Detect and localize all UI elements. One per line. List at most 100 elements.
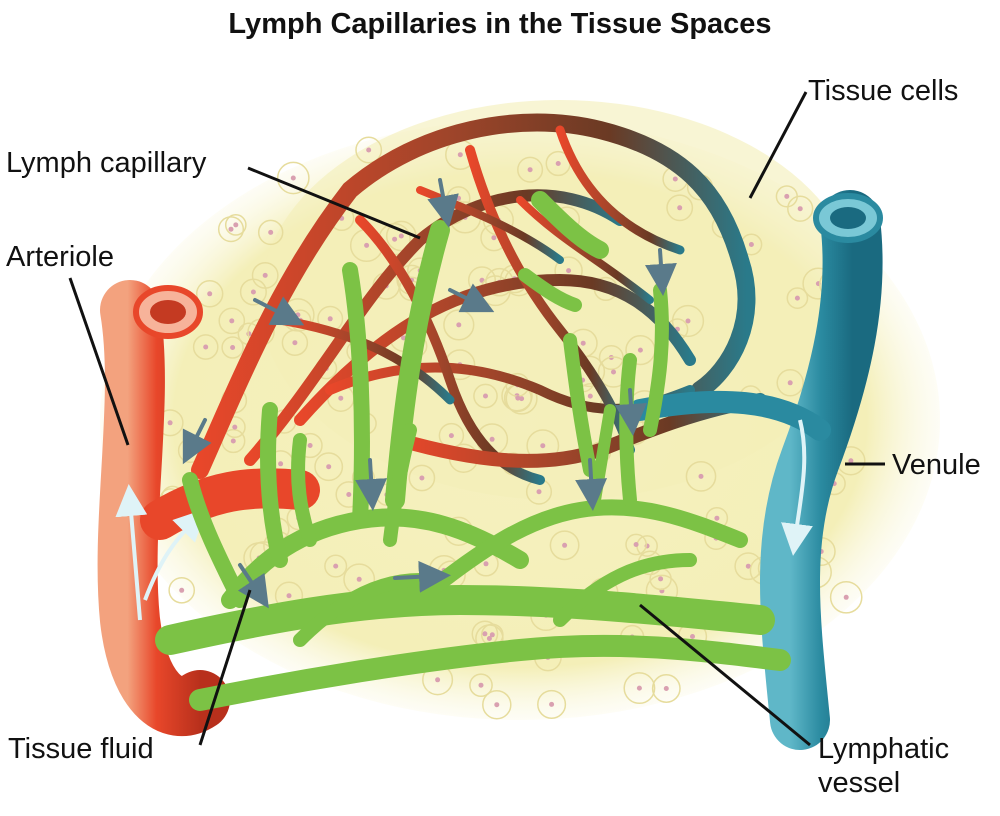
tissue-cell-nucleus xyxy=(478,682,484,688)
tissue-cell xyxy=(482,689,512,720)
tissue-cell xyxy=(324,554,348,578)
label-tissue-fluid: Tissue fluid xyxy=(8,733,154,765)
tissue-cell-nucleus xyxy=(398,233,404,239)
tissue-cell-nucleus xyxy=(435,677,441,683)
tissue-cell xyxy=(224,214,247,236)
tissue-cell xyxy=(473,383,498,409)
tissue-cell-nucleus xyxy=(295,312,301,318)
tissue-cell-nucleus xyxy=(333,563,339,569)
tissue-cell-nucleus xyxy=(392,236,398,242)
diagram-title: Lymph Capillaries in the Tissue Spaces xyxy=(228,8,772,40)
tissue-cell-nucleus xyxy=(262,272,268,278)
leader-lines xyxy=(68,91,885,747)
tissue-cell-nucleus xyxy=(787,380,793,386)
tissue-cell-nucleus xyxy=(448,433,454,439)
tissue-cell-nucleus xyxy=(203,344,209,350)
tissue-cell-nucleus xyxy=(677,205,683,211)
tissue-cell-nucleus xyxy=(519,396,525,402)
tissue-cell-nucleus xyxy=(338,395,344,401)
tissue-cell-nucleus xyxy=(250,289,256,295)
tissue-cell-nucleus xyxy=(326,464,332,470)
tissue-cell-nucleus xyxy=(549,701,555,707)
tissue-cell xyxy=(829,580,863,614)
label-lymph-capillary: Lymph capillary xyxy=(6,147,207,179)
tissue-cell-nucleus xyxy=(228,226,234,232)
tissue-cell-nucleus xyxy=(456,195,461,201)
label-lymphatic-vessel: Lymphatic vessel xyxy=(818,732,949,800)
tissue-cell xyxy=(195,280,224,308)
tissue-cell-nucleus xyxy=(491,235,497,241)
venule-vessel xyxy=(629,190,883,750)
tissue-cell-nucleus xyxy=(483,561,489,567)
tissue-cell-nucleus xyxy=(690,634,695,639)
tissue-cell-nucleus xyxy=(580,340,586,346)
tissue-cell-nucleus xyxy=(457,152,463,158)
tissue-cell xyxy=(625,533,647,556)
label-lymphatic-vessel-line1: Lymphatic xyxy=(818,733,950,765)
tissue-cell xyxy=(549,530,580,561)
tissue-cell-nucleus xyxy=(419,475,425,481)
tissue-cell xyxy=(666,194,694,222)
tissue-cell-nucleus xyxy=(672,176,678,182)
tissue-cell-nucleus xyxy=(167,420,173,426)
tissue-cell-nucleus xyxy=(230,438,236,444)
tissue-cell-nucleus xyxy=(307,443,313,448)
tissue-cell xyxy=(355,136,383,164)
tissue-cell-nucleus xyxy=(494,702,500,708)
tissue-cell-nucleus xyxy=(356,576,362,582)
tissue-cell xyxy=(218,307,246,335)
arteriole-vessel xyxy=(97,280,320,736)
tissue-cell-nucleus xyxy=(637,347,643,353)
tissue-cell-nucleus xyxy=(268,229,274,235)
tissue-cell-nucleus xyxy=(685,318,691,324)
tissue-cell-nucleus xyxy=(489,632,495,638)
tissue-cell-nucleus xyxy=(346,492,352,497)
label-arteriole: Arteriole xyxy=(6,241,114,273)
tissue-cell-nucleus xyxy=(748,242,754,247)
tissue-cell-nucleus xyxy=(366,147,372,153)
tissue-cell xyxy=(192,334,219,360)
label-lymphatic-vessel-line2: vessel xyxy=(818,767,901,799)
tissue-cell xyxy=(787,195,814,222)
tissue-cell xyxy=(469,673,493,698)
tissue-cell-nucleus xyxy=(566,268,572,274)
tissue-cell xyxy=(257,219,284,246)
tissue-cell-nucleus xyxy=(489,436,495,442)
label-tissue-cells: Tissue cells xyxy=(808,75,959,107)
tissue-cell xyxy=(537,689,567,719)
tissue-cell-nucleus xyxy=(658,576,664,582)
tissue-cell xyxy=(314,452,344,482)
tissue-cell-nucleus xyxy=(286,593,292,599)
tissue-cell-nucleus xyxy=(536,489,542,495)
tissue-cell xyxy=(221,336,244,359)
tissue-cell-nucleus xyxy=(540,443,546,449)
tissue-cell-nucleus xyxy=(486,636,492,641)
tissue-cell-nucleus xyxy=(515,395,521,401)
tissue-cell-nucleus xyxy=(794,295,800,301)
tissue-cell-nucleus xyxy=(364,242,370,248)
tissue-cell-nucleus xyxy=(292,340,298,346)
tissue-cell xyxy=(685,461,717,492)
tissue-cell-nucleus xyxy=(527,167,533,173)
label-venule: Venule xyxy=(892,449,981,481)
tissue-cell-nucleus xyxy=(290,175,296,181)
tissue-cell-nucleus xyxy=(232,424,238,430)
tissue-cell-nucleus xyxy=(482,631,488,637)
tissue-cell-nucleus xyxy=(633,542,639,547)
tissue-cell-nucleus xyxy=(784,193,790,199)
tissue-cell xyxy=(239,278,267,306)
tissue-cell-nucleus xyxy=(848,458,854,464)
tissue-cell xyxy=(276,161,310,195)
tissue-cell-nucleus xyxy=(327,316,333,322)
tissue-cell-nucleus xyxy=(278,461,284,467)
tissue-cell-nucleus xyxy=(229,318,235,324)
tissue-cell-nucleus xyxy=(230,345,236,350)
tissue-cell-nucleus xyxy=(562,542,568,548)
tissue-cell-nucleus xyxy=(483,393,488,399)
tissue-cell-nucleus xyxy=(611,369,616,375)
tissue-cell-nucleus xyxy=(663,686,669,691)
tissue-cell xyxy=(623,672,656,705)
tissue-cell-nucleus xyxy=(456,322,462,328)
tissue-cell xyxy=(651,674,681,703)
